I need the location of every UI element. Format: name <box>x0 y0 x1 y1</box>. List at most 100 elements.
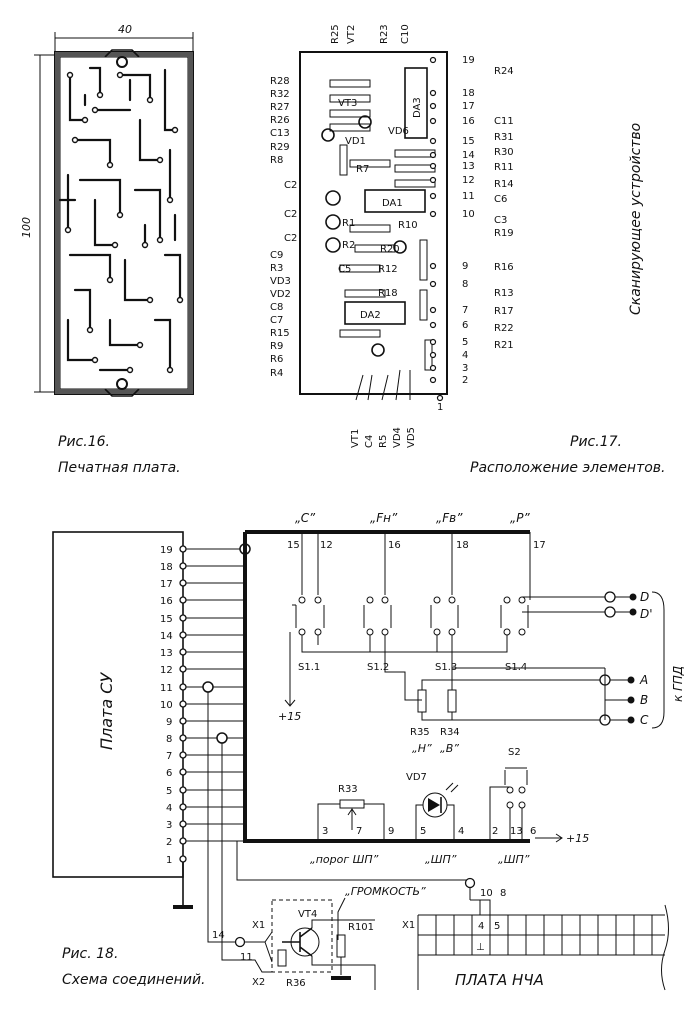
label-c8: C8 <box>270 302 283 313</box>
volume-label: „ГРОМКОСТЬ” <box>345 885 426 898</box>
label-r4: R4 <box>270 368 283 379</box>
board-pin-num: 2 <box>166 837 172 848</box>
board-pin-num: 3 <box>166 820 172 831</box>
switch-pin-15: 15 <box>287 540 300 551</box>
output-b: B <box>640 693 648 707</box>
pin-num: 12 <box>462 175 475 186</box>
vt4-block: VT4 R36 <box>271 899 333 989</box>
pin-num: 13 <box>462 161 475 172</box>
vd7-pin-5: 5 <box>420 826 426 837</box>
dim-width-label: 40 <box>118 23 132 36</box>
label-r15: R15 <box>270 328 290 339</box>
switch-pin-17: 17 <box>533 540 546 551</box>
board-pin-num: 18 <box>160 562 173 573</box>
r33-label: R33 <box>338 784 358 795</box>
label-r1: R1 <box>342 218 355 229</box>
ncha-pin-4: 4 <box>478 921 484 932</box>
pin-num: 16 <box>462 116 475 127</box>
board-su-pins: 19 18 17 16 15 14 13 12 11 10 9 8 7 6 5 … <box>160 545 187 866</box>
s1-1-label: S1.1 <box>298 662 320 673</box>
output-a: A <box>639 673 648 687</box>
label-vd4: VD4 <box>392 427 403 448</box>
vd7-led: VD7 5 4 „ШП” <box>406 772 464 866</box>
label-r26: R26 <box>270 115 290 126</box>
board-pin-num: 5 <box>166 786 172 797</box>
label-c11: C11 <box>494 116 514 127</box>
fig17-placement: DA3 DA1 DA2 <box>270 24 666 476</box>
x1-pin-10: 10 <box>480 888 493 899</box>
side-title: Сканирующее устройство <box>628 123 644 315</box>
r34-label: R34 <box>440 727 460 738</box>
r35-label: R35 <box>410 727 430 738</box>
fig18-connection-diagram: Плата СУ 19 18 17 16 15 14 13 12 11 10 9 <box>52 511 685 991</box>
board-pin-num: 17 <box>160 579 173 590</box>
plata-ncha: X1 4 5 ⊥ ПЛАТА НЧА <box>402 899 669 991</box>
r34-v-label: „B” <box>440 742 459 755</box>
board-pin-num: 14 <box>160 631 173 642</box>
fig17-pin-numbers: 19 18 17 16 15 14 13 12 11 10 9 8 7 6 5 … <box>437 55 475 413</box>
fig16-pcb: 40 100 <box>20 23 194 476</box>
label-vd2: VD2 <box>270 289 291 300</box>
label-vd6: VD6 <box>388 126 409 137</box>
vd7-label: VD7 <box>406 772 427 783</box>
pin-num: 10 <box>462 209 475 220</box>
x1-right-label: X1 <box>402 920 415 931</box>
label-c2a: C2 <box>284 180 297 191</box>
board-pin-num: 10 <box>160 700 173 711</box>
label-r5: R5 <box>378 435 389 448</box>
switch-pin-18: 18 <box>456 540 469 551</box>
pin-num: 14 <box>462 150 475 161</box>
label-r23: R23 <box>379 24 390 44</box>
r33-pin-7: 7 <box>356 826 362 837</box>
ic-da1-label: DA1 <box>382 198 403 209</box>
pin-num: 7 <box>462 305 468 316</box>
s2-label: S2 <box>508 747 521 758</box>
r36-label: R36 <box>286 978 306 989</box>
r35-h-label: „H” <box>412 742 432 755</box>
fig17-caption-text: Расположение элементов. <box>470 460 666 476</box>
board-pin-num: 1 <box>166 855 172 866</box>
r101-label: R101 <box>348 922 374 933</box>
switch-label-fn: „Fн” <box>370 511 398 525</box>
fig16-caption-text: Печатная плата. <box>58 460 181 476</box>
fig17-caption-num: Рис.17. <box>570 434 622 450</box>
r33-pin-9: 9 <box>388 826 394 837</box>
label-vt3: VT3 <box>338 98 357 109</box>
label-c13: C13 <box>270 128 290 139</box>
dim-height-label: 100 <box>20 217 33 238</box>
label-r3: R3 <box>270 263 283 274</box>
plus15-left: +15 <box>278 710 301 723</box>
s1-3-label: S1.3 <box>435 662 457 673</box>
label-c2c: C2 <box>284 233 297 244</box>
switch-s1 <box>289 532 610 701</box>
pin-num: 15 <box>462 136 475 147</box>
label-c5: C5 <box>338 264 351 275</box>
board-pin-num: 9 <box>166 717 172 728</box>
vd7-pin-4: 4 <box>458 826 464 837</box>
label-r10: R10 <box>398 220 418 231</box>
vd7-function: „ШП” <box>425 853 457 866</box>
label-r27: R27 <box>270 102 290 113</box>
fig16-caption-num: Рис.16. <box>58 434 110 450</box>
pin-num: 1 <box>437 402 443 413</box>
label-vd5: VD5 <box>406 427 417 448</box>
output-d-prime: D' <box>640 607 653 621</box>
label-r8: R8 <box>270 155 283 166</box>
label-r20: R20 <box>380 244 400 255</box>
s2-switch: S2 2 13 6 +15 „ШП” <box>489 747 589 866</box>
x2-label: X2 <box>252 977 265 988</box>
label-r24: R24 <box>494 66 514 77</box>
switch-pin-16: 16 <box>388 540 401 551</box>
label-r13: R13 <box>494 288 514 299</box>
board-pin-num: 11 <box>160 683 173 694</box>
label-r22: R22 <box>494 323 514 334</box>
plus15-right: +15 <box>566 832 589 845</box>
switch-label-c: „C” <box>295 511 316 525</box>
label-r19: R19 <box>494 228 514 239</box>
label-r21: R21 <box>494 340 514 351</box>
ground-mark: ⊥ <box>476 942 485 953</box>
label-vd1: VD1 <box>345 136 366 147</box>
pin-num: 2 <box>462 375 468 386</box>
s2-pin-6: 6 <box>530 826 536 837</box>
label-r30: R30 <box>494 147 514 158</box>
